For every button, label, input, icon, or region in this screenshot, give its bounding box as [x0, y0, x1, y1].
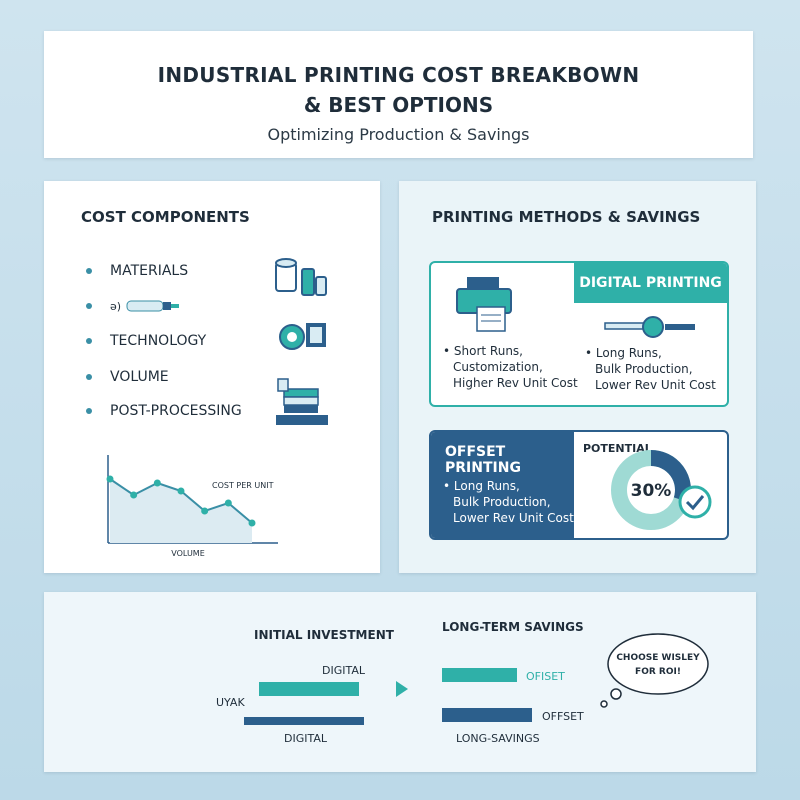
initial-side-label: UYAK: [216, 696, 245, 709]
offset-press-roller-icon: [604, 316, 695, 338]
digital-right-bullets: • Long Runs, Bulk Production, Lower Rev …: [585, 345, 716, 393]
gear-circuit-icon: [279, 323, 326, 350]
header-panel: INDUSTRIAL PRINTING COST BREAKBOWN & BES…: [44, 31, 753, 158]
initial-bar-digital-2: [244, 717, 364, 725]
bullet-line: • Long Runs,: [443, 479, 520, 493]
potential-label: POTENTIAL: [583, 442, 652, 455]
savings-bar-label-2: OFFSET: [542, 710, 584, 723]
stacked-sheets-press-icon: [276, 378, 328, 425]
check-icon: [678, 485, 712, 519]
initial-bar-digital: [259, 682, 359, 696]
bubble-line-2: FOR ROI!: [635, 667, 681, 677]
bullet-line: Customization,: [453, 360, 543, 374]
bubble-line-1: CHOOSE WISLEY: [616, 653, 700, 663]
printer-icon: [456, 277, 512, 332]
offset-bullets: • Long Runs, Bulk Production, Lower Rev …: [443, 478, 574, 526]
cost-point: [224, 499, 232, 507]
digital-printing-card: DIGITAL PRINTING • Short Runs, Customiza…: [429, 261, 729, 407]
offset-printing-block: OFFSET PRINTING • Long Runs, Bulk Produc…: [431, 432, 574, 538]
bullet-dot: [86, 408, 92, 414]
component-materials: MATERIALS: [86, 263, 188, 279]
cost-point: [130, 491, 138, 499]
thought-bubble: CHOOSE WISLEY FOR ROI!: [600, 633, 709, 708]
offset-printing-label: OFFSET PRINTING: [445, 444, 521, 476]
bullet-line: Bulk Production,: [453, 495, 551, 509]
methods-panel: PRINTING METHODS & SAVINGS DIGITAL PRINT…: [399, 181, 756, 573]
cost-point: [201, 507, 209, 515]
component-label: TECHNOLOGY: [110, 333, 207, 349]
page-title-line1: INDUSTRIAL PRINTING COST BREAKBOWN: [157, 63, 640, 87]
cost-point: [177, 487, 185, 495]
component-technology: TECHNOLOGY: [86, 333, 206, 349]
cost-components-panel: COST COMPONENTS MATERIALS ə) TECHNOLOGY …: [44, 181, 380, 573]
component-label: ə): [110, 299, 122, 313]
bullet-line: Lower Rev Unit Cost: [453, 511, 574, 525]
savings-bar-offset: [442, 708, 532, 722]
cost-point: [106, 475, 114, 483]
methods-title: PRINTING METHODS & SAVINGS: [432, 208, 701, 226]
component-label: POST-PROCESSING: [110, 403, 242, 419]
cost-point: [248, 519, 256, 527]
bullet-line: • Short Runs,: [443, 344, 523, 358]
initial-bar-label-1: DIGITAL: [322, 664, 366, 677]
cost-area: [110, 479, 252, 543]
component-volume: VOLUME: [86, 369, 169, 385]
savings-bar-ofiset: [442, 668, 517, 682]
initial-bar-label-2: DIGITAL: [284, 732, 328, 745]
long-term-savings-title: LONG-TERM SAVINGS: [442, 620, 584, 634]
cost-components-title: COST COMPONENTS: [81, 208, 250, 226]
savings-bar-label-1: OFISET: [526, 670, 565, 683]
bullet-line: Lower Rev Unit Cost: [595, 378, 716, 392]
component-cable: ə): [86, 297, 185, 315]
bullet-dot: [86, 268, 92, 274]
bullet-line: Bulk Production,: [595, 362, 693, 376]
component-label: MATERIALS: [110, 263, 189, 279]
bullet-line: Higher Rev Unit Cost: [453, 376, 578, 390]
digital-printing-label: DIGITAL PRINTING: [574, 263, 727, 303]
cable-connector-icon: [126, 300, 180, 312]
bullet-dot: [86, 303, 92, 309]
digital-left-bullets: • Short Runs, Customization, Higher Rev …: [443, 343, 578, 391]
paper-roll-and-bottles-icon: [275, 258, 327, 296]
bullet-dot: [86, 374, 92, 380]
arrow-right-icon: [396, 681, 408, 697]
bullet-line: • Long Runs,: [585, 346, 662, 360]
savings-caption: LONG-SAVINGS: [456, 732, 540, 745]
page-subtitle: Optimizing Production & Savings: [267, 125, 530, 144]
chart-series-label: COST PER UNIT: [212, 481, 274, 490]
bullet-dot: [86, 338, 92, 344]
chart-x-label: VOLUME: [171, 549, 205, 558]
savings-donut: 30%: [611, 450, 712, 530]
potential-value: 30%: [631, 481, 672, 501]
offset-printing-card: OFFSET PRINTING • Long Runs, Bulk Produc…: [429, 430, 729, 540]
component-label: VOLUME: [110, 369, 169, 385]
cost-points: [106, 475, 256, 527]
cost-per-unit-chart: COST PER UNIT VOLUME: [106, 455, 278, 558]
investment-panel: INITIAL INVESTMENT LONG-TERM SAVINGS DIG…: [44, 592, 756, 772]
page-title-line2: & BEST OPTIONS: [303, 93, 494, 117]
check-mark: [685, 495, 705, 511]
initial-investment-title: INITIAL INVESTMENT: [254, 628, 394, 642]
component-post-processing: POST-PROCESSING: [86, 403, 242, 419]
cost-point: [153, 479, 161, 487]
